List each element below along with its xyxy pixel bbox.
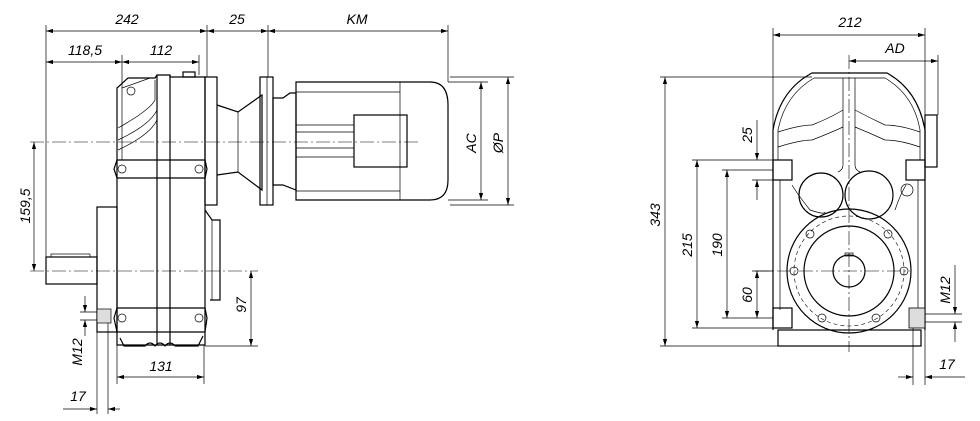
output-shaft (45, 256, 98, 285)
shaft-bore (798, 172, 844, 218)
dim-343: 343 (647, 203, 663, 227)
dim-ad: AD (884, 40, 904, 56)
bolt-hole (117, 164, 127, 174)
dim-25: 25 (739, 127, 755, 144)
front-view: 212 AD 343 215 190 25 60 M12 17 (647, 14, 965, 385)
thread-hole (96, 308, 112, 324)
motor (204, 76, 449, 206)
thread-hole (908, 307, 926, 329)
dim-212: 212 (837, 14, 862, 30)
bolt-hole (194, 313, 204, 323)
lug (772, 159, 793, 181)
dim-ac: AC (463, 132, 479, 153)
dim-215: 215 (679, 233, 695, 258)
dim-242: 242 (114, 11, 139, 27)
dim-17-side: 17 (70, 388, 87, 404)
output-flange (786, 208, 912, 334)
dim-25: 25 (228, 11, 245, 27)
bolt-hole (194, 164, 204, 174)
dim-159-5: 159,5 (17, 188, 33, 223)
terminal-box (353, 114, 408, 168)
housing-front (772, 72, 938, 347)
terminal-box (924, 114, 938, 168)
motor-body (295, 81, 449, 201)
dim-p: ØP (490, 132, 506, 154)
bolt-hole (117, 313, 127, 323)
front-dimensions: 212 AD 343 215 190 25 60 M12 17 (647, 14, 965, 385)
dim-112: 112 (150, 42, 173, 58)
dim-118-5: 118,5 (68, 42, 102, 58)
dim-m12-side: M12 (69, 338, 85, 365)
dim-97: 97 (233, 296, 249, 313)
base (777, 329, 922, 347)
dim-60: 60 (739, 287, 755, 303)
gearbox-housing (45, 71, 221, 347)
side-dimensions: 242 25 KM 118,5 112 159,5 97 131 M12 17 (17, 11, 514, 414)
dim-17-front: 17 (939, 356, 956, 372)
dim-m12-front: M12 (937, 276, 953, 303)
side-view: 242 25 KM 118,5 112 159,5 97 131 M12 17 (17, 11, 514, 414)
shaft-key (50, 253, 91, 258)
gearbox-flange (204, 76, 218, 206)
dim-km: KM (347, 11, 368, 27)
dim-131: 131 (149, 358, 172, 374)
lug (772, 307, 793, 329)
dim-190: 190 (709, 233, 725, 257)
lug (905, 159, 926, 181)
flange-bolt-holes (789, 229, 909, 323)
output-shaft-bore (832, 254, 866, 288)
shaft-bore (844, 170, 894, 220)
adapter (216, 93, 263, 192)
